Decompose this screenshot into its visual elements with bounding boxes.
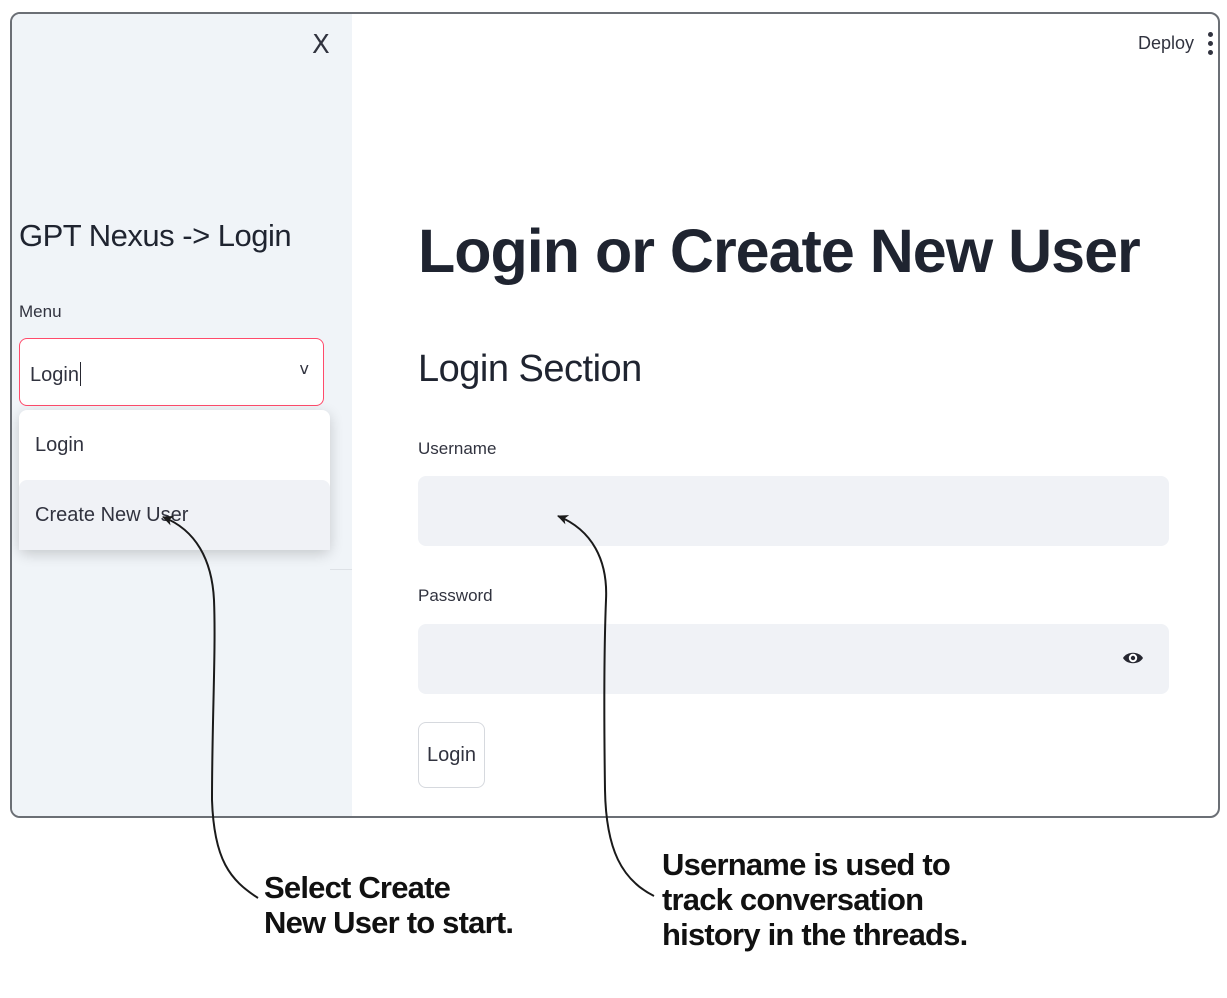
callout-arrow-left xyxy=(162,516,259,899)
callout-right-line2: track conversation xyxy=(662,882,924,917)
page-title: Login or Create New User xyxy=(418,217,1141,285)
eye-icon[interactable] xyxy=(1121,648,1145,673)
callout-left-line1: Select Create xyxy=(264,870,451,905)
section-title: Login Section xyxy=(418,348,642,390)
callout-username: Username is used to track conversation h… xyxy=(662,847,968,952)
callout-right-line3: history in the threads. xyxy=(662,917,968,952)
menu-label: Menu xyxy=(19,302,62,321)
sidebar: X GPT Nexus -> Login Menu Login v Login … xyxy=(12,14,352,816)
dropdown-option-create-new-user[interactable]: Create New User xyxy=(19,480,330,550)
callout-arrow-right xyxy=(557,515,655,897)
chevron-down-icon[interactable]: v xyxy=(299,359,309,378)
callout-left-line2: New User to start. xyxy=(264,905,514,940)
password-label: Password xyxy=(418,586,493,605)
dropdown-option-login[interactable]: Login xyxy=(35,434,84,456)
login-button[interactable]: Login xyxy=(418,722,485,788)
deploy-button[interactable]: Deploy xyxy=(1138,33,1195,53)
menu-select[interactable]: Login v xyxy=(19,338,324,406)
sidebar-title: GPT Nexus -> Login xyxy=(19,218,292,253)
divider xyxy=(330,569,352,570)
menu-select-value[interactable]: Login xyxy=(30,362,81,387)
username-field[interactable] xyxy=(418,476,1169,546)
password-field[interactable] xyxy=(418,624,1169,694)
callout-right-line1: Username is used to xyxy=(662,847,951,882)
vertical-ellipsis-icon[interactable] xyxy=(1208,32,1214,59)
username-label: Username xyxy=(418,439,497,458)
close-icon[interactable]: X xyxy=(312,30,330,60)
app-window: X GPT Nexus -> Login Menu Login v Login … xyxy=(10,12,1220,818)
callout-create-user: Select Create New User to start. xyxy=(264,870,514,940)
menu-dropdown: Login Create New User xyxy=(19,410,330,550)
